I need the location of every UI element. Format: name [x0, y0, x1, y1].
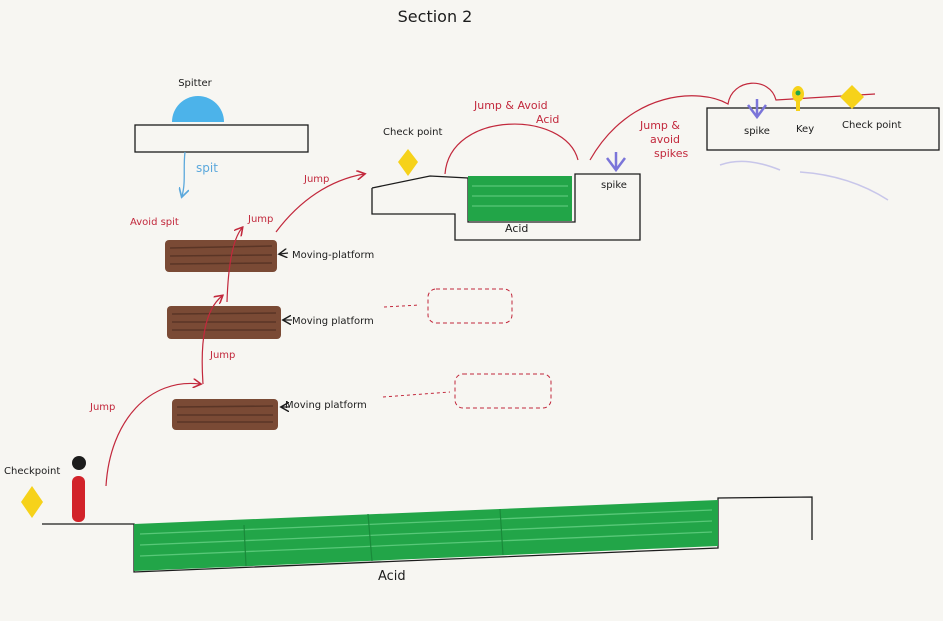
mid-platform [371, 173, 641, 241]
jump-arc-to-checkpoint [275, 174, 364, 233]
spike-mid-icon [606, 152, 626, 173]
jump-avoid-acid-label-1: Jump & Avoid [473, 99, 548, 112]
checkpoint-left-label: Checkpoint [4, 466, 60, 477]
acid-bottom-label: Acid [378, 569, 406, 584]
checkpoint-top-icon [398, 149, 418, 176]
platform-path-2 [383, 304, 421, 308]
jump-arc-lower [105, 383, 200, 487]
jump-avoid-spikes-label-1: Jump & [639, 119, 680, 132]
key-icon [792, 86, 804, 111]
jump-arc-middle [201, 296, 222, 385]
player-character [72, 456, 86, 522]
jump-avoid-acid-label-2: Acid [536, 113, 559, 126]
jump-arc-acid [444, 123, 579, 175]
spitter-enemy [172, 96, 224, 122]
spitter-platform [134, 124, 309, 153]
bleed-scribble [719, 160, 889, 201]
jump-to-checkpoint-label: Jump [303, 174, 329, 185]
checkpoint-left-icon [21, 486, 43, 518]
avoid-spit-label: Avoid spit [130, 217, 179, 228]
checkpoint-right-icon [840, 85, 864, 109]
moving-platform-2 [167, 306, 281, 339]
jump-avoid-spikes-label-3: spikes [654, 147, 689, 160]
spike-right-label: spike [744, 126, 770, 137]
acid-pool-bottom [134, 500, 718, 571]
moving-platform-label-2: Moving platform [292, 316, 374, 327]
platform-ghost-2 [427, 288, 513, 324]
right-platform [706, 107, 940, 151]
jump-arc-spikes [589, 82, 876, 161]
spitter-label: Spitter [178, 78, 212, 89]
jump-middle-label: Jump [209, 350, 235, 361]
spit-arrow [182, 151, 185, 196]
spike-mid-label: spike [601, 180, 627, 191]
checkpoint-top-label: Check point [383, 127, 443, 138]
jump-lower-label: Jump [89, 402, 115, 413]
moving-platform-label-3: Moving platform [285, 400, 367, 411]
key-label: Key [796, 124, 814, 135]
section-title: Section 2 [398, 7, 473, 26]
platform-path-3 [382, 391, 451, 398]
checkpoint-right-label: Check point [842, 120, 902, 131]
platform-ghost-3 [454, 373, 552, 409]
moving-platform-3 [172, 399, 278, 430]
moving-platform-1 [165, 240, 277, 272]
jump-upper-label: Jump [247, 214, 273, 225]
acid-pool-mid [468, 176, 572, 221]
jump-arc-upper [226, 228, 242, 303]
spike-right-icon [747, 99, 767, 120]
acid-mid-label: Acid [505, 222, 528, 235]
jump-avoid-spikes-label-2: avoid [650, 133, 680, 146]
spit-label: spit [196, 161, 218, 175]
moving-platform-label-1: Moving-platform [292, 250, 374, 261]
